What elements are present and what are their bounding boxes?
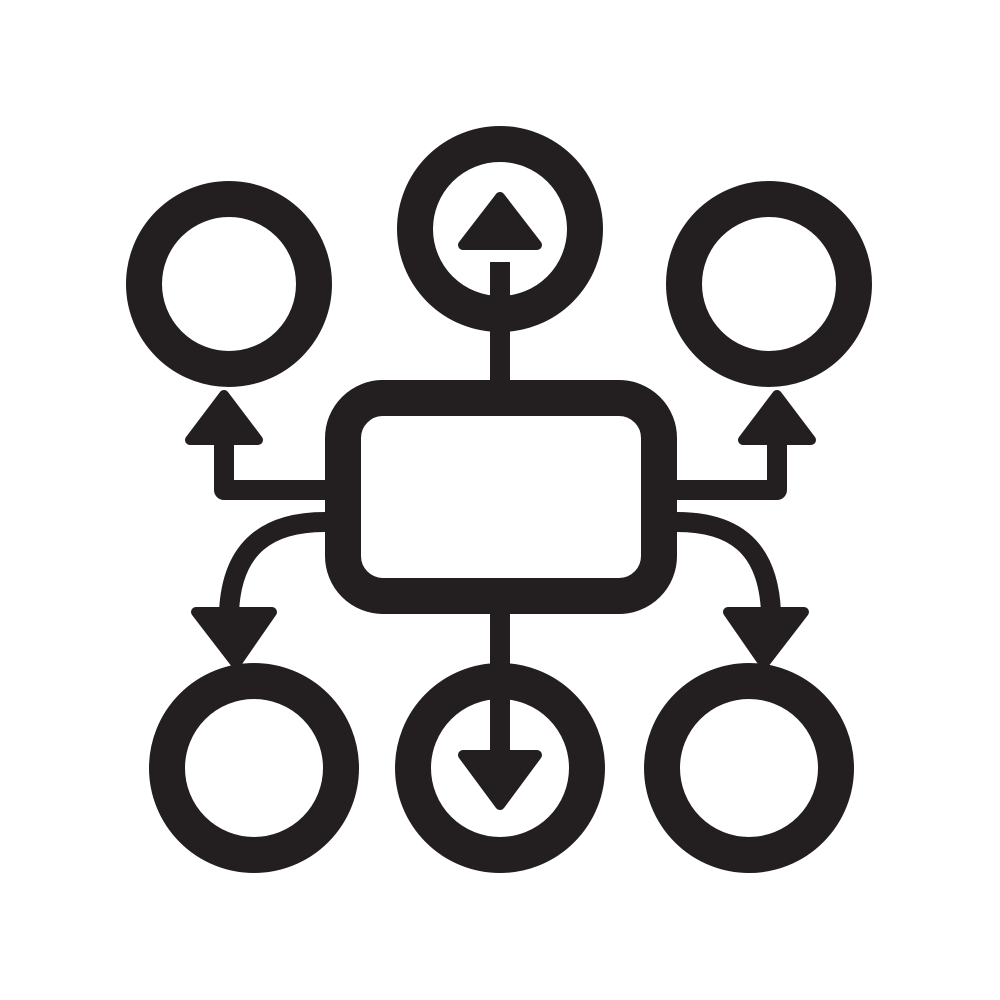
arrow-down-icon: [458, 750, 542, 810]
node-circle-top-right: [666, 181, 872, 387]
central-node-box: [325, 380, 677, 614]
icon-strokes: [126, 126, 872, 873]
connector-bottom-left: [219, 512, 326, 613]
connector-top-right: [677, 438, 787, 500]
connector-bottom-right: [676, 512, 781, 613]
node-circle-top-left: [126, 181, 332, 387]
node-circle-bottom-right: [644, 663, 854, 873]
arrow-up-icon: [738, 390, 816, 445]
arrow-up-icon: [185, 390, 263, 445]
arrow-up-icon: [458, 192, 542, 250]
arrow-down-icon: [723, 607, 809, 669]
connector-top-left: [214, 438, 325, 500]
node-circle-bottom-left: [149, 663, 359, 873]
arrow-down-icon: [191, 607, 277, 669]
